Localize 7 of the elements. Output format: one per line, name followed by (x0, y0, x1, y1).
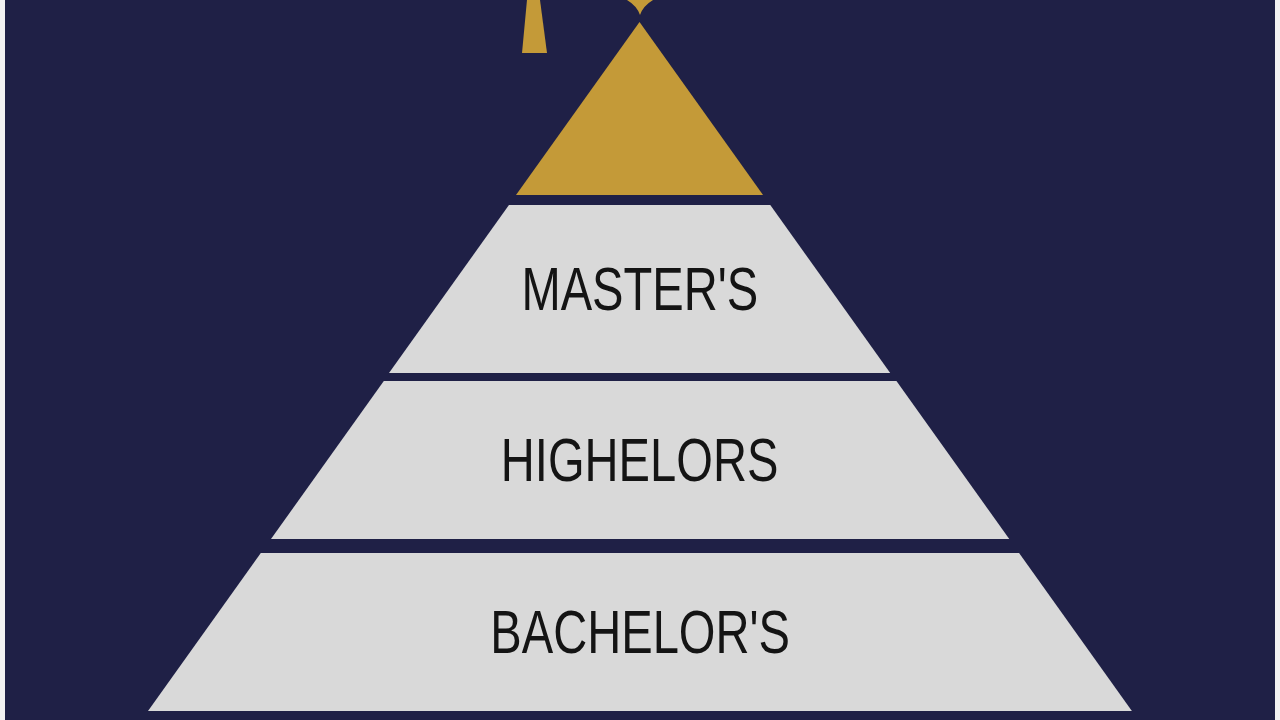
pyramid-tier (270, 381, 1010, 539)
tier-label: MASTER'S (521, 258, 759, 320)
pyramid-tier (148, 553, 1132, 711)
pyramid-apex-triangle (516, 22, 764, 195)
tier-label: BACHELOR'S (490, 601, 790, 663)
pyramid-tier (389, 205, 891, 373)
tier-label: HIGHELORS (501, 429, 779, 491)
